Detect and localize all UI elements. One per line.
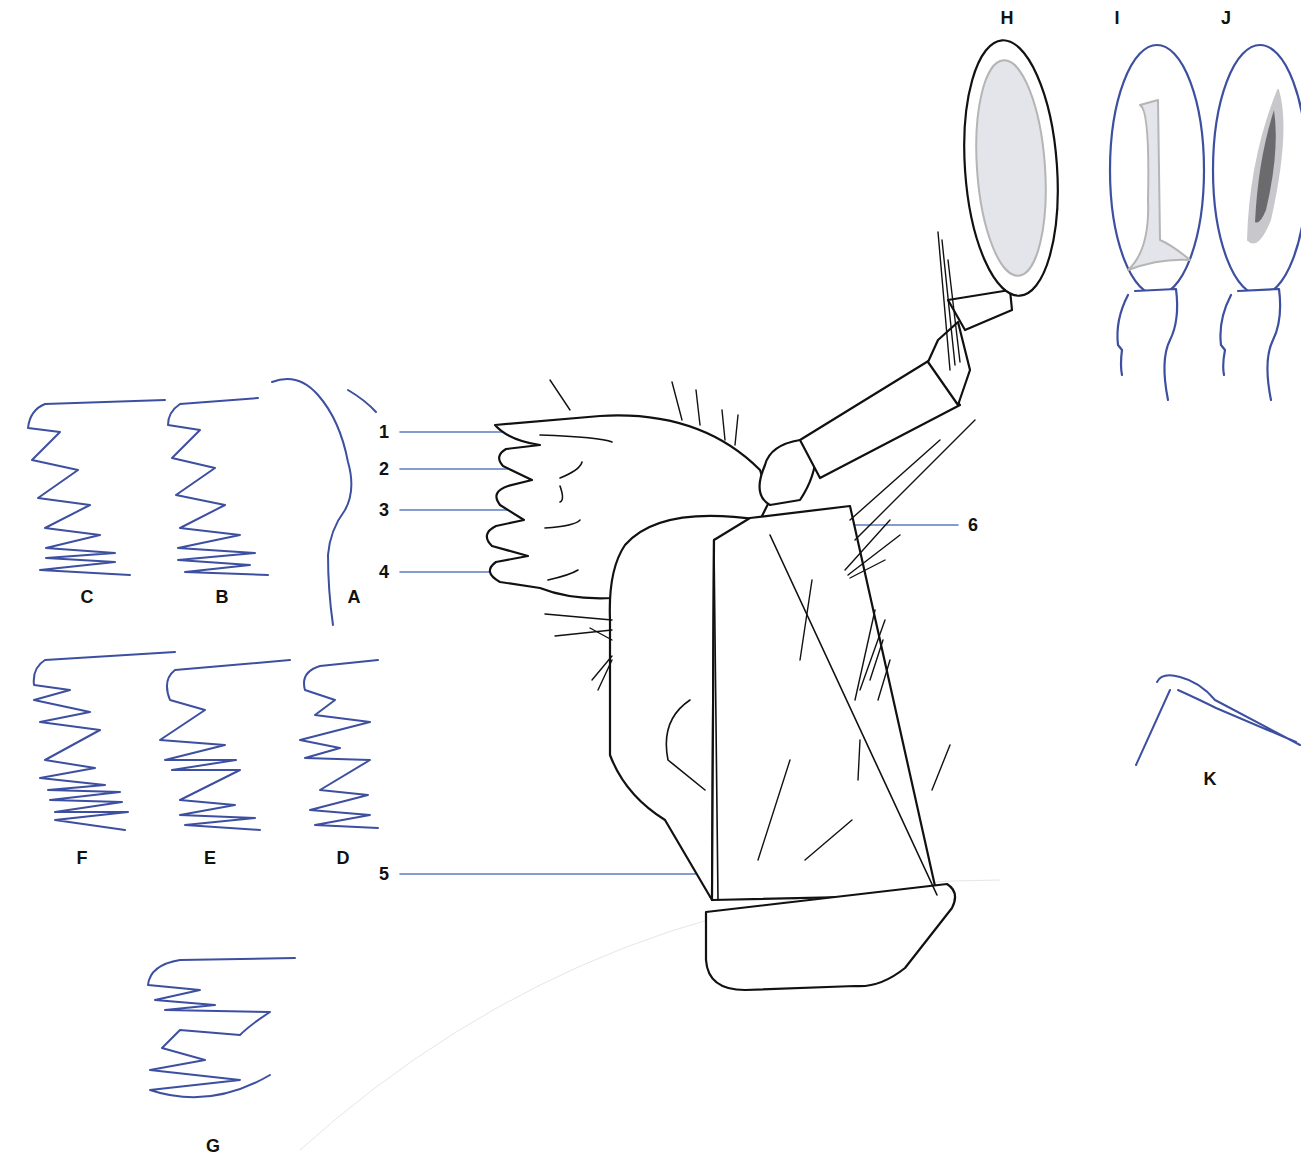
sensory-area bbox=[1255, 110, 1276, 223]
setae bbox=[545, 232, 975, 860]
callout-letter: K bbox=[1204, 770, 1217, 788]
maxilla bbox=[487, 37, 1066, 990]
callout-letter: 3 bbox=[379, 501, 389, 519]
callout-letter: F bbox=[77, 849, 88, 867]
callout-letter: C bbox=[81, 588, 94, 606]
palp-variants bbox=[1110, 45, 1301, 400]
callout-letter: B bbox=[216, 588, 229, 606]
callout-letter: A bbox=[348, 588, 361, 606]
callout-letter: 6 bbox=[968, 516, 978, 534]
callout-letter: I bbox=[1114, 9, 1119, 27]
tooth-sketches bbox=[28, 379, 1300, 1097]
callout-letter: E bbox=[204, 849, 216, 867]
sensory-area bbox=[970, 58, 1053, 278]
internal-lines bbox=[540, 435, 937, 900]
sensory-area bbox=[1128, 100, 1190, 270]
callout-letter: J bbox=[1221, 9, 1231, 27]
callout-letter: 2 bbox=[379, 460, 389, 478]
callout-letter: 4 bbox=[379, 563, 389, 581]
callout-letter: 1 bbox=[379, 423, 389, 441]
stray-line bbox=[300, 880, 1000, 1150]
callout-letter: G bbox=[206, 1137, 220, 1155]
sensory-area bbox=[1248, 90, 1283, 243]
callout-letter: D bbox=[337, 849, 350, 867]
callout-letter: H bbox=[1001, 9, 1014, 27]
callout-letter: 5 bbox=[379, 865, 389, 883]
